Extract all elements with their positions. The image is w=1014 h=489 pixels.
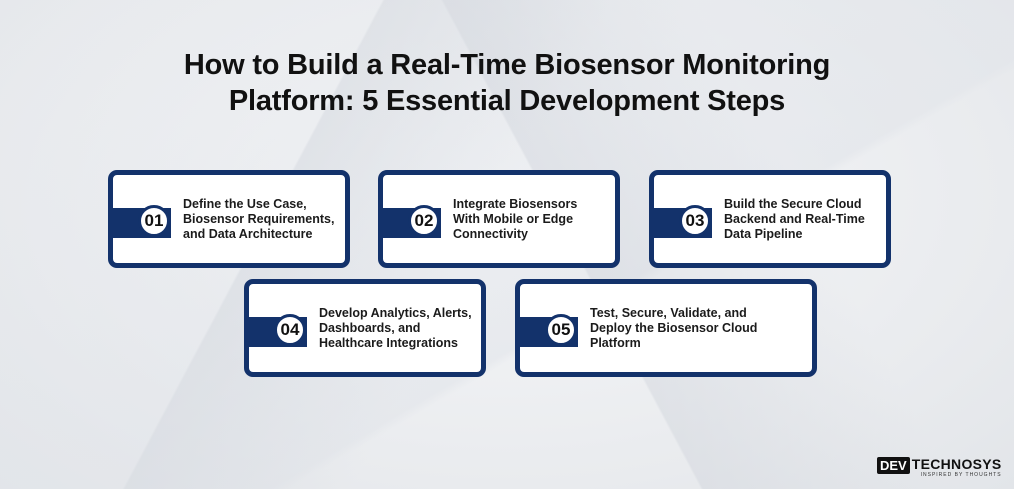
step-number-badge: 05 [545,314,577,346]
step-card-04: 04 Develop Analytics, Alerts, Dashboards… [244,279,486,377]
step-number-badge: 03 [679,205,711,237]
step-description: Develop Analytics, Alerts, Dashboards, a… [319,305,472,350]
step-card-01: 01 Define the Use Case, Biosensor Requir… [108,170,350,268]
step-number-badge: 01 [138,205,170,237]
step-number-badge: 04 [274,314,306,346]
step-description: Integrate Biosensors With Mobile or Edge… [453,196,578,241]
title-line-1: How to Build a Real-Time Biosensor Monit… [183,49,831,81]
logo-tagline: INSPIRED BY THOUGHTS [920,472,1002,478]
logo-wordmark: TECHNOSYS INSPIRED BY THOUGHTS [911,456,1002,479]
title-line-2: Platform: 5 Essential Development Steps [228,85,786,117]
step-description: Build the Secure Cloud Backend and Real-… [724,196,865,241]
step-card-02: 02 Integrate Biosensors With Mobile or E… [378,170,620,268]
step-number-badge: 02 [408,205,440,237]
logo-mark: DEV [877,457,910,474]
step-card-05: 05 Test, Secure, Validate, and Deploy th… [515,279,817,377]
step-card-03: 03 Build the Secure Cloud Backend and Re… [649,170,891,268]
page-title: How to Build a Real-Time Biosensor Monit… [0,47,1014,119]
step-description: Test, Secure, Validate, and Deploy the B… [590,305,758,350]
logo-name: TECHNOSYS [911,456,1002,472]
step-description: Define the Use Case, Biosensor Requireme… [183,196,335,241]
brand-logo: DEV TECHNOSYS INSPIRED BY THOUGHTS [877,457,1002,481]
